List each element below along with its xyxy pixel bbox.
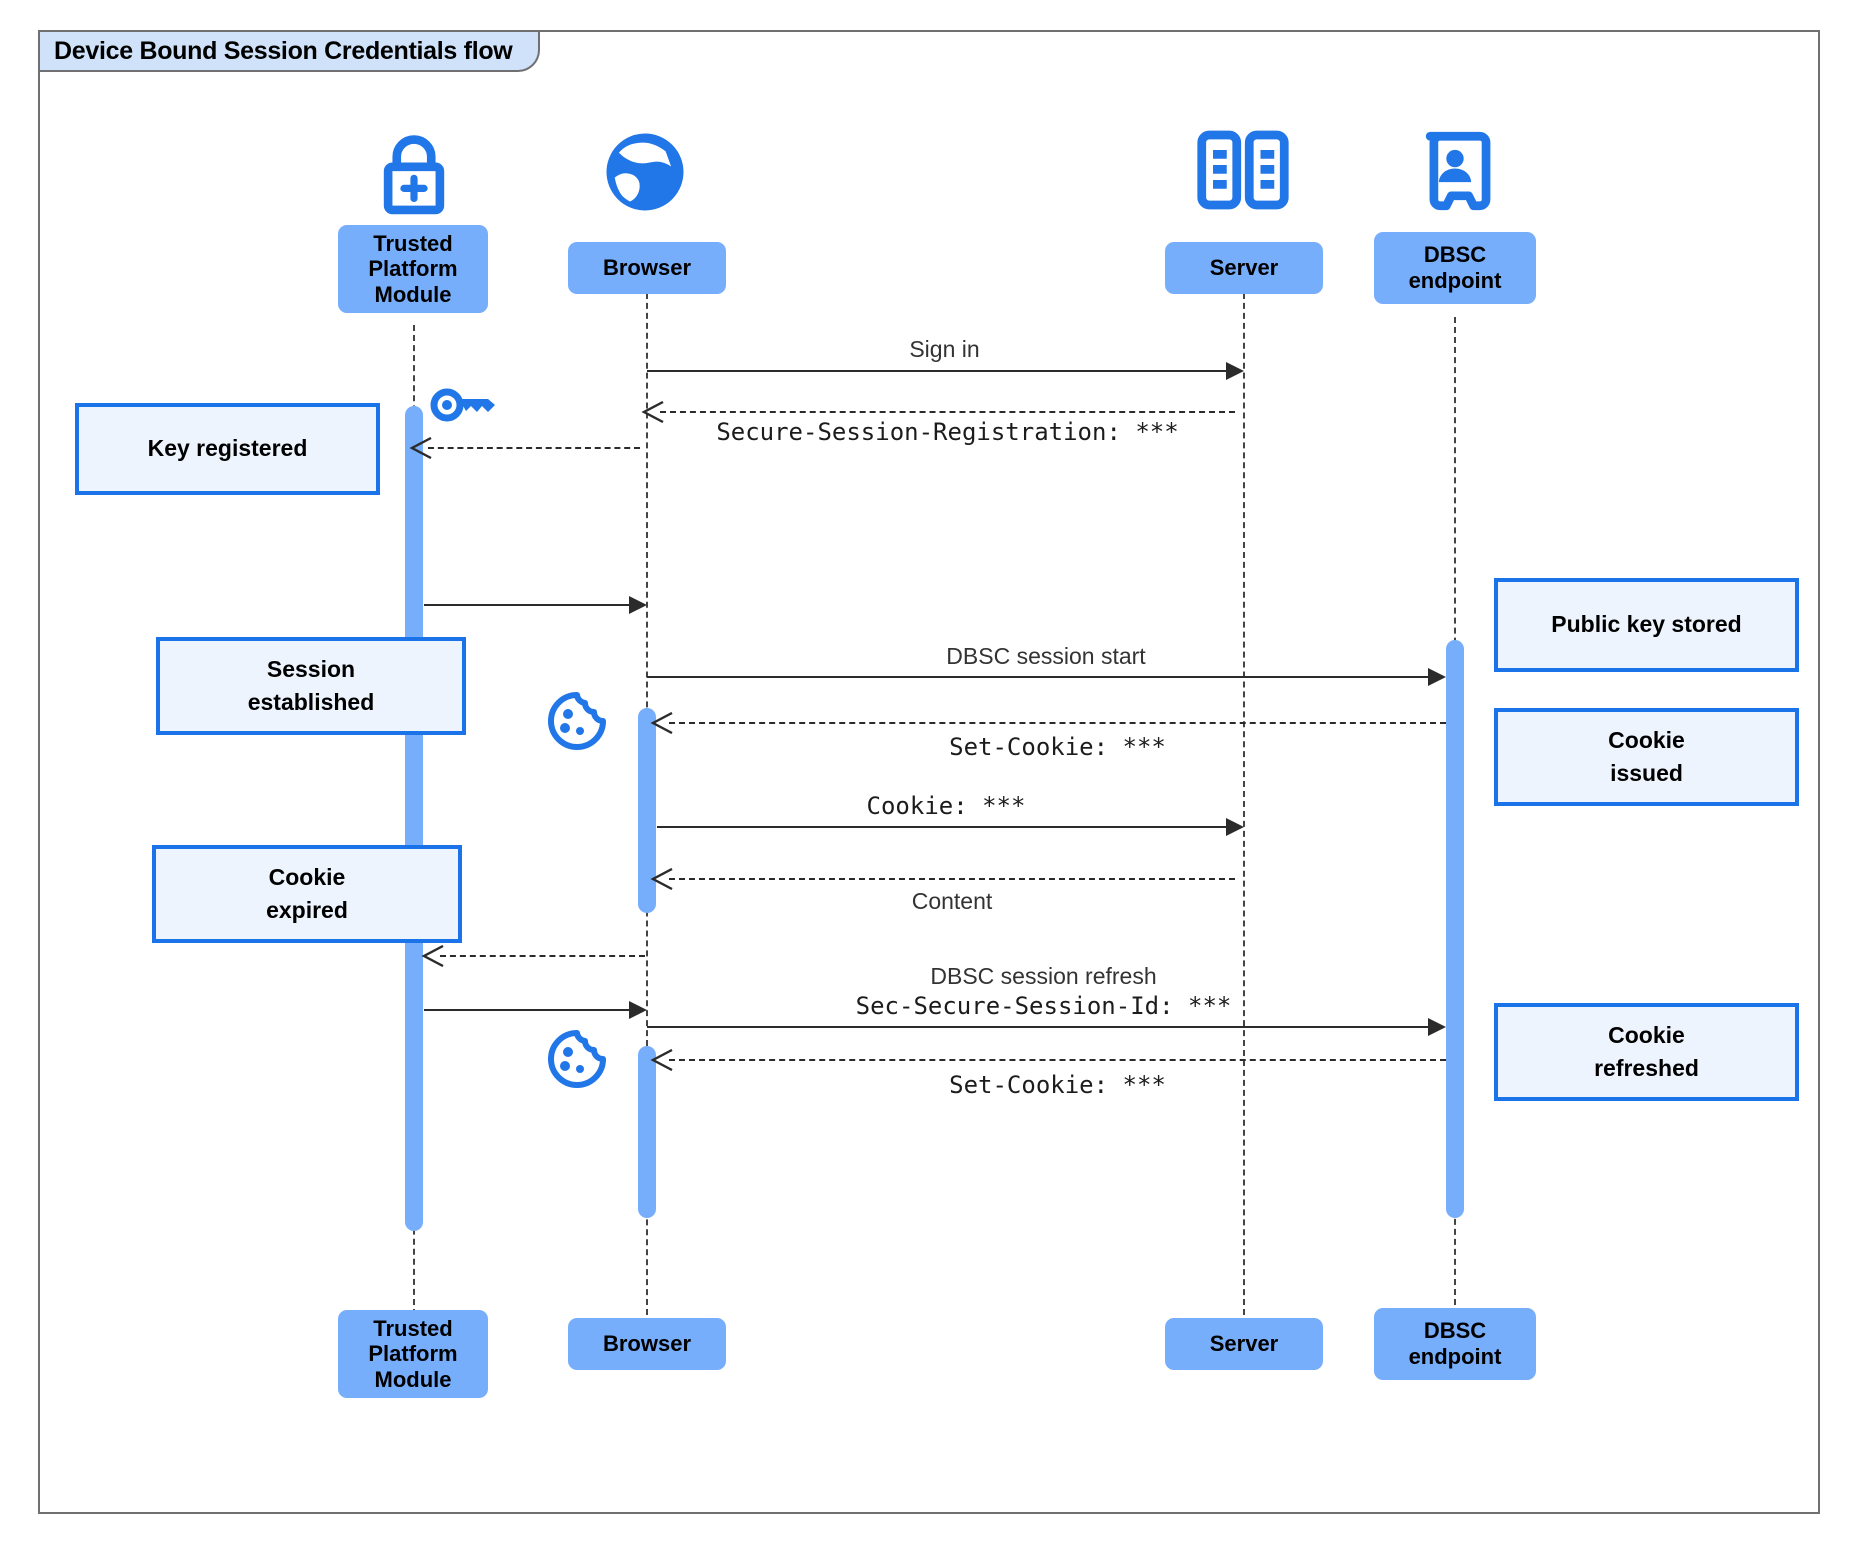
note-session-established: Session established	[156, 637, 466, 735]
message-label-dbsc-session-refresh: DBSC session refresh Sec-Secure-Session-…	[646, 962, 1441, 1022]
arrowhead-dbsc-session-start	[1428, 668, 1446, 686]
arrowhead-tpm-to-browser-refresh	[629, 1001, 647, 1019]
participant-label-line: Trusted	[373, 230, 453, 256]
message-label-content: Content	[911, 888, 993, 914]
note-cookie-issued: Cookie issued	[1494, 708, 1799, 806]
participant-dbsc-bottom[interactable]: DBSC endpoint	[1374, 1308, 1536, 1380]
message-line-secure-session-registration	[660, 411, 1235, 413]
arrowhead-tpm-to-browser-key	[629, 596, 647, 614]
activation-browser-2	[638, 1046, 656, 1218]
participant-label: Server	[1209, 1331, 1279, 1357]
server-rack-icon	[1195, 130, 1291, 215]
message-label-set-cookie-1: Set-Cookie: ***	[949, 733, 1166, 761]
note-text-line: refreshed	[1594, 1055, 1699, 1081]
arrowhead-content	[650, 868, 673, 890]
message-label-secure-session-registration: Secure-Session-Registration: ***	[716, 418, 1179, 446]
note-text-line: established	[247, 689, 375, 715]
participant-label-line: Module	[374, 281, 452, 307]
message-line-content	[669, 878, 1235, 880]
note-text-line: Cookie	[1608, 1021, 1685, 1048]
message-line-browser-to-tpm-refresh	[440, 955, 645, 957]
message-label-set-cookie-2: Set-Cookie: ***	[949, 1071, 1166, 1099]
message-label-cookie: Cookie: ***	[866, 792, 1026, 820]
participant-label-line: endpoint	[1408, 268, 1502, 293]
activation-browser-1	[638, 708, 656, 913]
arrowhead-set-cookie-2	[650, 1049, 673, 1071]
message-line-tpm-to-browser-key	[424, 604, 639, 606]
message-line-set-cookie-2	[669, 1059, 1446, 1061]
participant-label-line: Trusted	[373, 1315, 453, 1341]
message-label-line-sans: DBSC session refresh	[930, 963, 1157, 989]
participant-server-bottom[interactable]: Server	[1165, 1318, 1323, 1370]
message-line-browser-to-tpm-register	[428, 447, 640, 449]
arrowhead-sign-in	[1226, 362, 1244, 380]
activation-tpm	[405, 406, 423, 1231]
participant-label-line: Platform	[368, 1341, 458, 1367]
activation-dbsc	[1446, 640, 1464, 1218]
message-label-sign-in: Sign in	[909, 336, 980, 362]
participant-label-line: Module	[374, 1366, 452, 1392]
note-text-line: Session	[266, 655, 356, 682]
arrowhead-browser-to-tpm-refresh	[421, 945, 444, 967]
participant-label: Browser	[602, 255, 692, 281]
message-line-dbsc-session-refresh	[647, 1026, 1437, 1028]
participant-label-line: endpoint	[1408, 1344, 1502, 1369]
message-label-dbsc-session-start: DBSC session start	[946, 643, 1146, 669]
participant-label: Browser	[602, 1331, 692, 1357]
message-line-sign-in	[647, 370, 1235, 372]
note-cookie-refreshed: Cookie refreshed	[1494, 1003, 1799, 1101]
globe-icon	[601, 128, 689, 221]
note-text: Key registered	[147, 435, 308, 462]
arrowhead-secure-session-registration	[641, 401, 664, 423]
message-line-cookie	[657, 826, 1235, 828]
lock-plus-icon	[368, 128, 460, 225]
participant-server-top[interactable]: Server	[1165, 242, 1323, 294]
message-label-line-mono: Sec-Secure-Session-Id: ***	[855, 992, 1232, 1021]
cookie-icon	[546, 1028, 608, 1095]
note-text-line: Cookie	[268, 863, 346, 890]
participant-label: Server	[1209, 255, 1279, 281]
participant-browser-bottom[interactable]: Browser	[568, 1318, 726, 1370]
diagram-title: Device Bound Session Credentials flow	[40, 32, 541, 72]
participant-dbsc-top[interactable]: DBSC endpoint	[1374, 232, 1536, 304]
participant-browser-top[interactable]: Browser	[568, 242, 726, 294]
cookie-icon	[546, 690, 608, 757]
arrowhead-dbsc-session-refresh	[1428, 1018, 1446, 1036]
note-text: Public key stored	[1551, 611, 1742, 638]
participant-label-line: DBSC	[1423, 1318, 1487, 1344]
note-text-line: issued	[1610, 760, 1683, 786]
lifeline-server	[1243, 283, 1245, 1315]
note-key-registered: Key registered	[75, 403, 380, 495]
key-icon	[430, 382, 498, 433]
message-line-dbsc-session-start	[647, 676, 1437, 678]
id-badge-icon	[1419, 130, 1491, 217]
arrowhead-cookie	[1226, 818, 1244, 836]
participant-tpm-top[interactable]: Trusted Platform Module	[338, 225, 488, 313]
arrowhead-browser-to-tpm-register	[409, 437, 432, 459]
participant-label-line: DBSC	[1423, 242, 1487, 268]
participant-tpm-bottom[interactable]: Trusted Platform Module	[338, 1310, 488, 1398]
message-line-tpm-to-browser-refresh	[424, 1009, 639, 1011]
arrowhead-set-cookie-1	[650, 712, 673, 734]
note-cookie-expired: Cookie expired	[152, 845, 462, 943]
note-text-line: Cookie	[1608, 726, 1685, 753]
note-public-key-stored: Public key stored	[1494, 578, 1799, 672]
participant-label-line: Platform	[368, 256, 458, 282]
note-text-line: expired	[266, 897, 348, 923]
message-line-set-cookie-1	[669, 722, 1446, 724]
